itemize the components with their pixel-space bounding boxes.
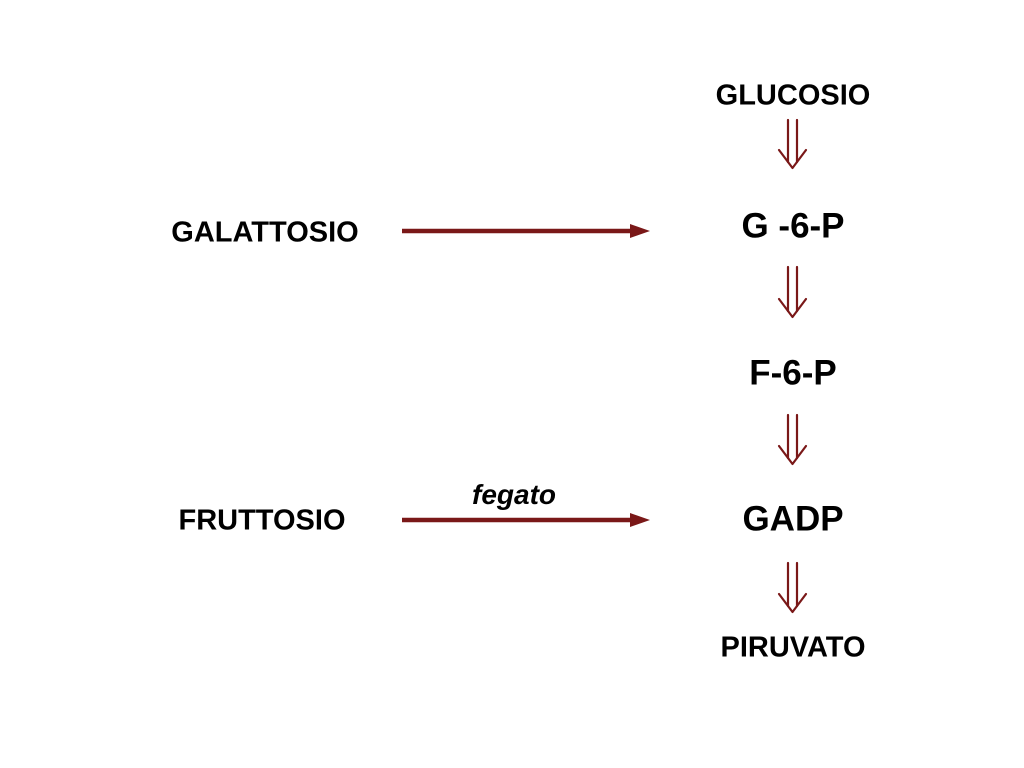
double-arrow-g6p-f6p — [777, 265, 808, 319]
node-galattosio: GALATTOSIO — [171, 216, 359, 249]
double-arrow-glucosio-g6p — [777, 118, 808, 170]
double-arrow-f6p-gadp — [777, 413, 808, 466]
annotation-fegato: fegato — [472, 479, 556, 510]
node-piruvato: PIRUVATO — [720, 631, 866, 664]
node-g6p: G -6-P — [741, 206, 845, 246]
node-gadp: GADP — [742, 499, 844, 539]
node-glucosio: GLUCOSIO — [715, 79, 871, 112]
node-f6p: F-6-P — [749, 353, 837, 393]
arrow-galattosio-g6p — [402, 224, 650, 238]
node-fruttosio: FRUTTOSIO — [178, 504, 346, 537]
arrow-fruttosio-gadp — [402, 513, 650, 527]
double-arrow-gadp-piruvato — [777, 561, 808, 614]
